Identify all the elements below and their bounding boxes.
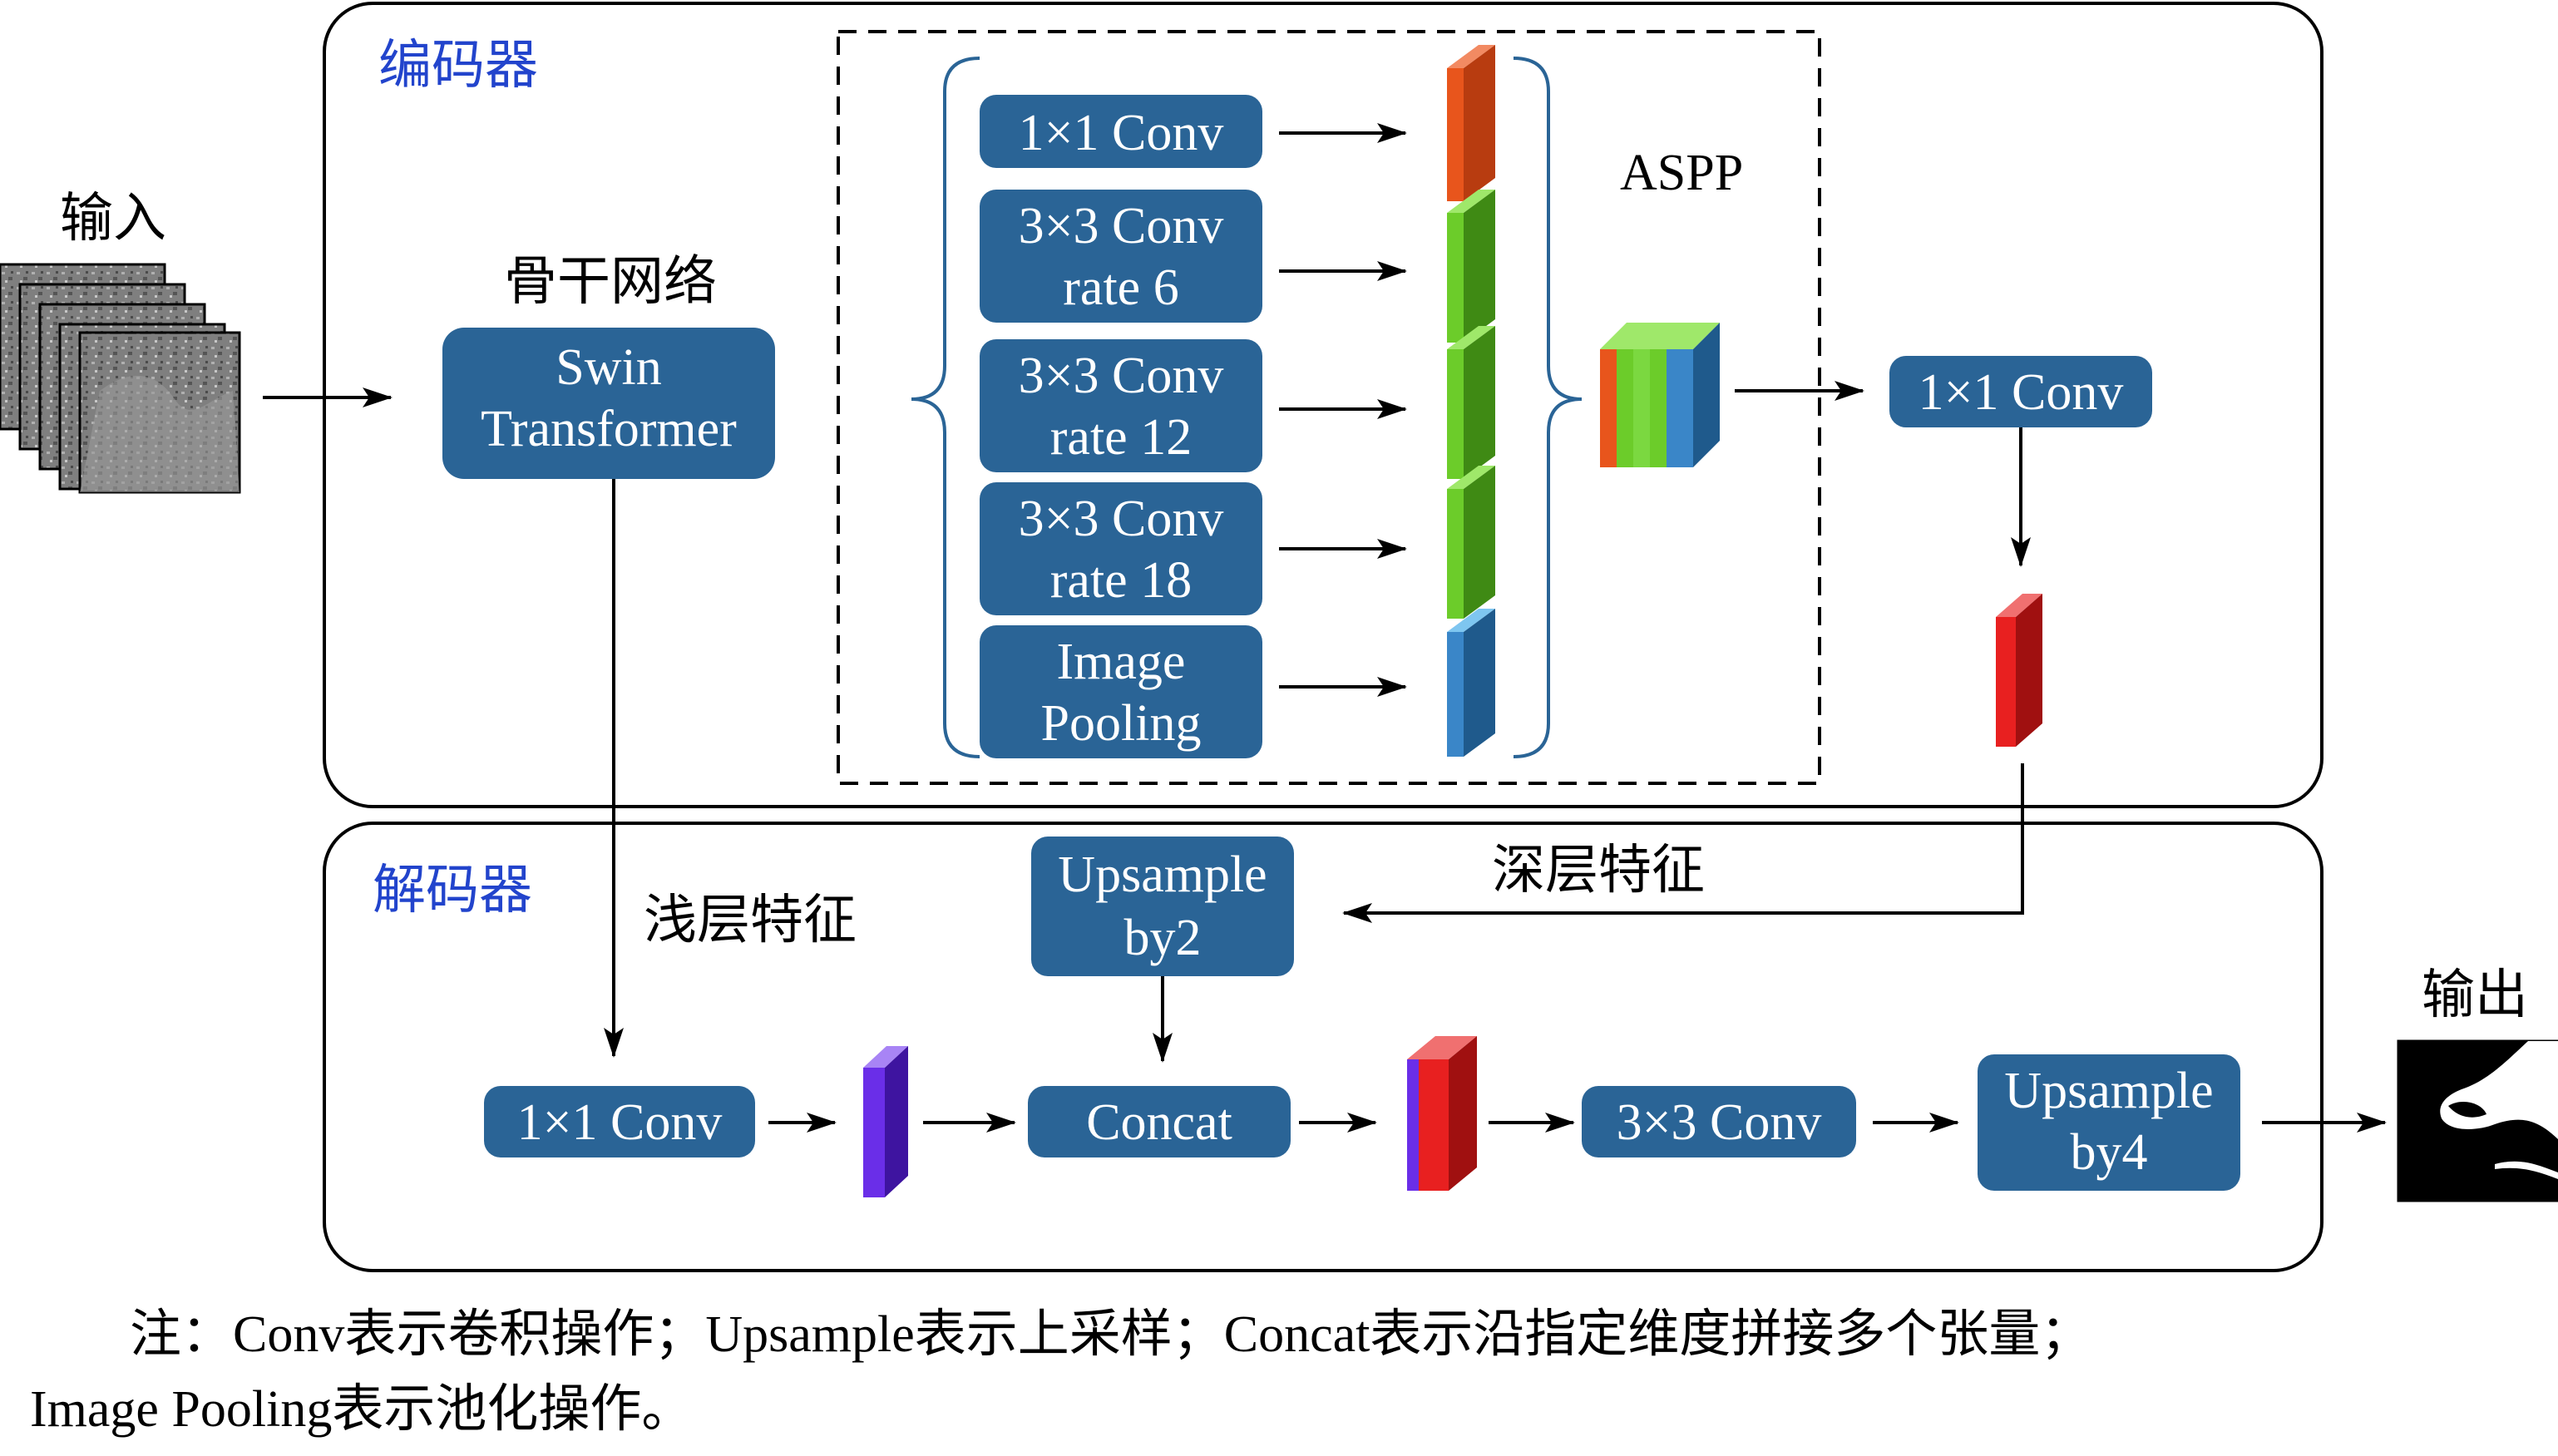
aspp-right-brace <box>1513 57 1583 758</box>
svg-text:rate 12: rate 12 <box>1050 409 1192 466</box>
input-image-stack <box>0 263 241 494</box>
concat-block: Concat <box>1028 1086 1291 1157</box>
aspp-label: ASPP <box>1620 145 1743 201</box>
svg-text:rate 6: rate 6 <box>1063 259 1178 316</box>
aspp-left-brace <box>911 57 980 758</box>
svg-text:1×1 Conv: 1×1 Conv <box>517 1094 723 1151</box>
encoder-conv1x1-block: 1×1 Conv <box>1889 356 2152 427</box>
aspp-image-pooling-block: Image Pooling <box>980 625 1262 758</box>
svg-text:Upsample: Upsample <box>2004 1063 2213 1119</box>
shallow-feature-slab <box>863 1046 908 1197</box>
aspp-feature-green-2 <box>1447 326 1495 479</box>
svg-text:by4: by4 <box>2071 1124 2148 1181</box>
svg-text:by2: by2 <box>1124 910 1202 966</box>
svg-text:Swin: Swin <box>556 339 661 396</box>
decoder-label: 解码器 <box>373 861 532 920</box>
deep-feature-label: 深层特征 <box>1492 841 1705 900</box>
note-line-1: 注：Conv表示卷积操作；Upsample表示上采样；Concat表示沿指定维度… <box>130 1306 2092 1363</box>
shallow-feature-label: 浅层特征 <box>644 891 857 950</box>
svg-text:Concat: Concat <box>1086 1094 1232 1151</box>
svg-text:1×1 Conv: 1×1 Conv <box>1019 105 1224 161</box>
svg-text:Upsample: Upsample <box>1058 846 1267 903</box>
aspp-conv1x1-block: 1×1 Conv <box>980 95 1262 168</box>
svg-text:3×3 Conv: 3×3 Conv <box>1019 348 1224 404</box>
swin-transformer-block: Swin Transformer <box>442 328 775 479</box>
svg-text:3×3 Conv: 3×3 Conv <box>1019 198 1224 254</box>
aspp-concat-features <box>1600 323 1720 467</box>
aspp-dashed-box <box>837 30 1821 785</box>
svg-text:Transformer: Transformer <box>481 401 737 457</box>
backbone-label: 骨干网络 <box>504 252 717 311</box>
encoder-label: 编码器 <box>378 36 538 95</box>
upsample-by2-block: Upsample by2 <box>1031 837 1294 976</box>
upsample-by4-block: Upsample by4 <box>1978 1054 2240 1191</box>
aspp-rate12-block: 3×3 Conv rate 12 <box>980 339 1262 472</box>
aspp-feature-blue <box>1447 609 1495 757</box>
aspp-feature-orange <box>1447 45 1495 201</box>
svg-text:rate 18: rate 18 <box>1050 552 1192 609</box>
svg-text:Pooling: Pooling <box>1041 695 1202 752</box>
svg-text:1×1 Conv: 1×1 Conv <box>1918 364 2124 421</box>
encoder-panel <box>323 2 2323 808</box>
decoder-conv1x1-block: 1×1 Conv <box>484 1086 755 1157</box>
input-label: 输入 <box>60 189 166 248</box>
aspp-rate6-block: 3×3 Conv rate 6 <box>980 190 1262 323</box>
svg-text:Image: Image <box>1057 634 1186 690</box>
output-label: 输出 <box>2422 965 2528 1024</box>
note-line-2: Image Pooling表示池化操作。 <box>30 1381 694 1438</box>
decoder-panel <box>323 822 2323 1272</box>
conv3x3-block: 3×3 Conv <box>1582 1086 1856 1157</box>
svg-text:3×3 Conv: 3×3 Conv <box>1019 491 1224 547</box>
aspp-rate18-block: 3×3 Conv rate 18 <box>980 482 1262 615</box>
figure-note: 注：Conv表示卷积操作；Upsample表示上采样；Concat表示沿指定维度… <box>30 1297 2525 1447</box>
output-mask-image <box>2397 1039 2558 1202</box>
concat-feature-slab <box>1407 1036 1477 1191</box>
aspp-feature-green-1 <box>1447 190 1495 343</box>
aspp-feature-green-3 <box>1447 466 1495 619</box>
deep-feature-arrow <box>1342 763 2024 923</box>
deep-feature-slab <box>1996 594 2042 747</box>
svg-text:3×3 Conv: 3×3 Conv <box>1617 1094 1822 1151</box>
